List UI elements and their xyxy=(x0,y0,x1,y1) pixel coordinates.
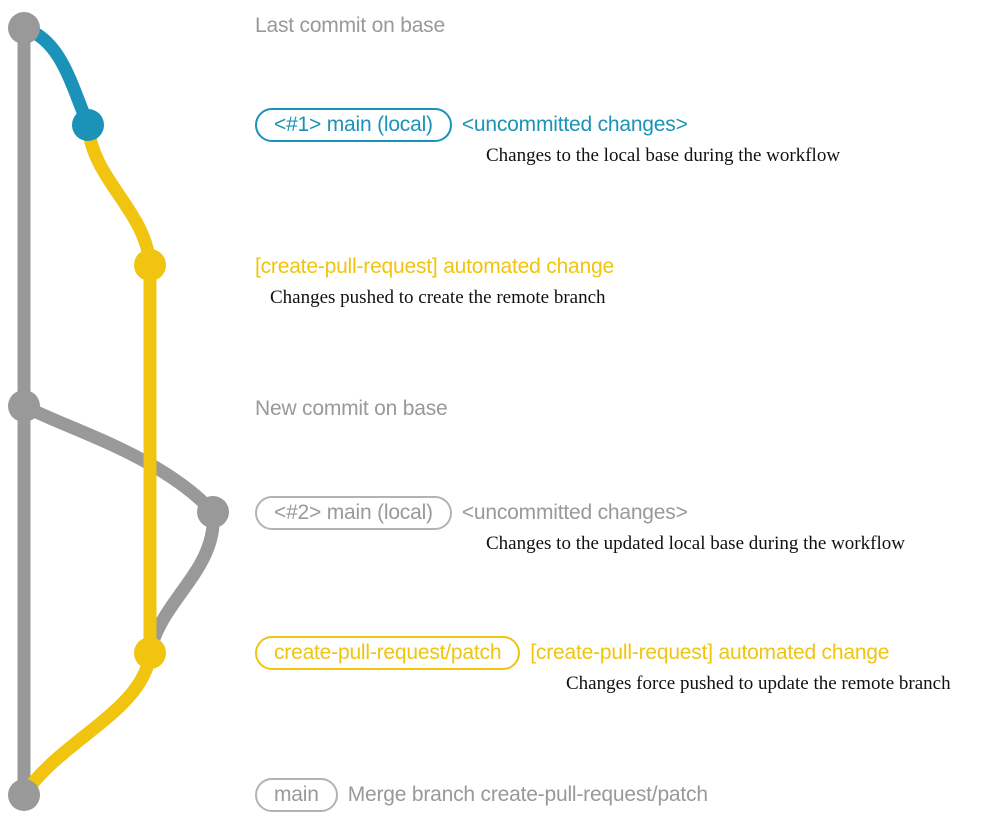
subcaption-local-change-1: Changes to the local base during the wor… xyxy=(486,145,841,166)
row-last-commit-on-base: Last commit on base xyxy=(0,9,981,43)
headline-uncommitted-changes-2: <uncommitted changes> xyxy=(461,501,688,524)
branch-pill-main[interactable]: main xyxy=(255,778,338,812)
headline-automated-change-1: [create-pull-request] automated change xyxy=(255,255,614,278)
headline-last-commit-on-base: Last commit on base xyxy=(255,14,445,37)
commit-nodes xyxy=(8,12,229,811)
row-remote-branch-updated: create-pull-request/patch [create-pull-r… xyxy=(0,636,981,696)
local1-to-remote1 xyxy=(81,118,157,272)
subcaption-remote-branch-created: Changes pushed to create the remote bran… xyxy=(270,287,606,308)
subcaption-remote-branch-updated: Changes force pushed to update the remot… xyxy=(566,673,951,694)
headline-new-commit-on-base: New commit on base xyxy=(255,397,448,420)
remote-branch-lines xyxy=(17,118,157,802)
row-head: <#1> main (local) <uncommitted changes> xyxy=(255,108,981,142)
row-local-change-1: <#1> main (local) <uncommitted changes> … xyxy=(0,108,981,168)
row-head: Last commit on base xyxy=(0,9,981,43)
headline-uncommitted-changes-1: <uncommitted changes> xyxy=(461,113,688,136)
base-to-local2-branch xyxy=(17,399,220,519)
remote2-to-base-merge xyxy=(17,646,157,802)
row-merge-commit: main Merge branch create-pull-request/pa… xyxy=(0,778,981,812)
subcaption-local-change-2: Changes to the updated local base during… xyxy=(486,533,905,554)
branch-pill-main-local-2[interactable]: <#2> main (local) xyxy=(255,496,452,530)
row-head: main Merge branch create-pull-request/pa… xyxy=(255,778,981,812)
row-local-change-2: <#2> main (local) <uncommitted changes> … xyxy=(0,496,981,556)
node-local-commit-2 xyxy=(197,496,229,528)
node-remote-commit-2 xyxy=(134,637,166,669)
headline-merge-branch: Merge branch create-pull-request/patch xyxy=(347,783,708,806)
node-base-commit-merge xyxy=(8,779,40,811)
branch-pill-create-pull-request-patch[interactable]: create-pull-request/patch xyxy=(255,636,521,670)
headline-automated-change-2: [create-pull-request] automated change xyxy=(530,641,890,664)
node-base-commit-new xyxy=(8,390,40,422)
node-remote-commit-1 xyxy=(134,249,166,281)
row-head: New commit on base xyxy=(0,392,981,426)
row-head: <#2> main (local) <uncommitted changes> xyxy=(255,496,981,530)
node-local-commit-1 xyxy=(72,109,104,141)
row-new-commit-on-base: New commit on base xyxy=(0,392,981,426)
node-base-commit-top xyxy=(8,12,40,44)
row-head: create-pull-request/patch [create-pull-r… xyxy=(255,636,981,670)
branch-pill-main-local-1[interactable]: <#1> main (local) xyxy=(255,108,452,142)
row-remote-branch-created: [create-pull-request] automated change C… xyxy=(0,250,981,310)
row-head: [create-pull-request] automated change xyxy=(255,250,981,284)
